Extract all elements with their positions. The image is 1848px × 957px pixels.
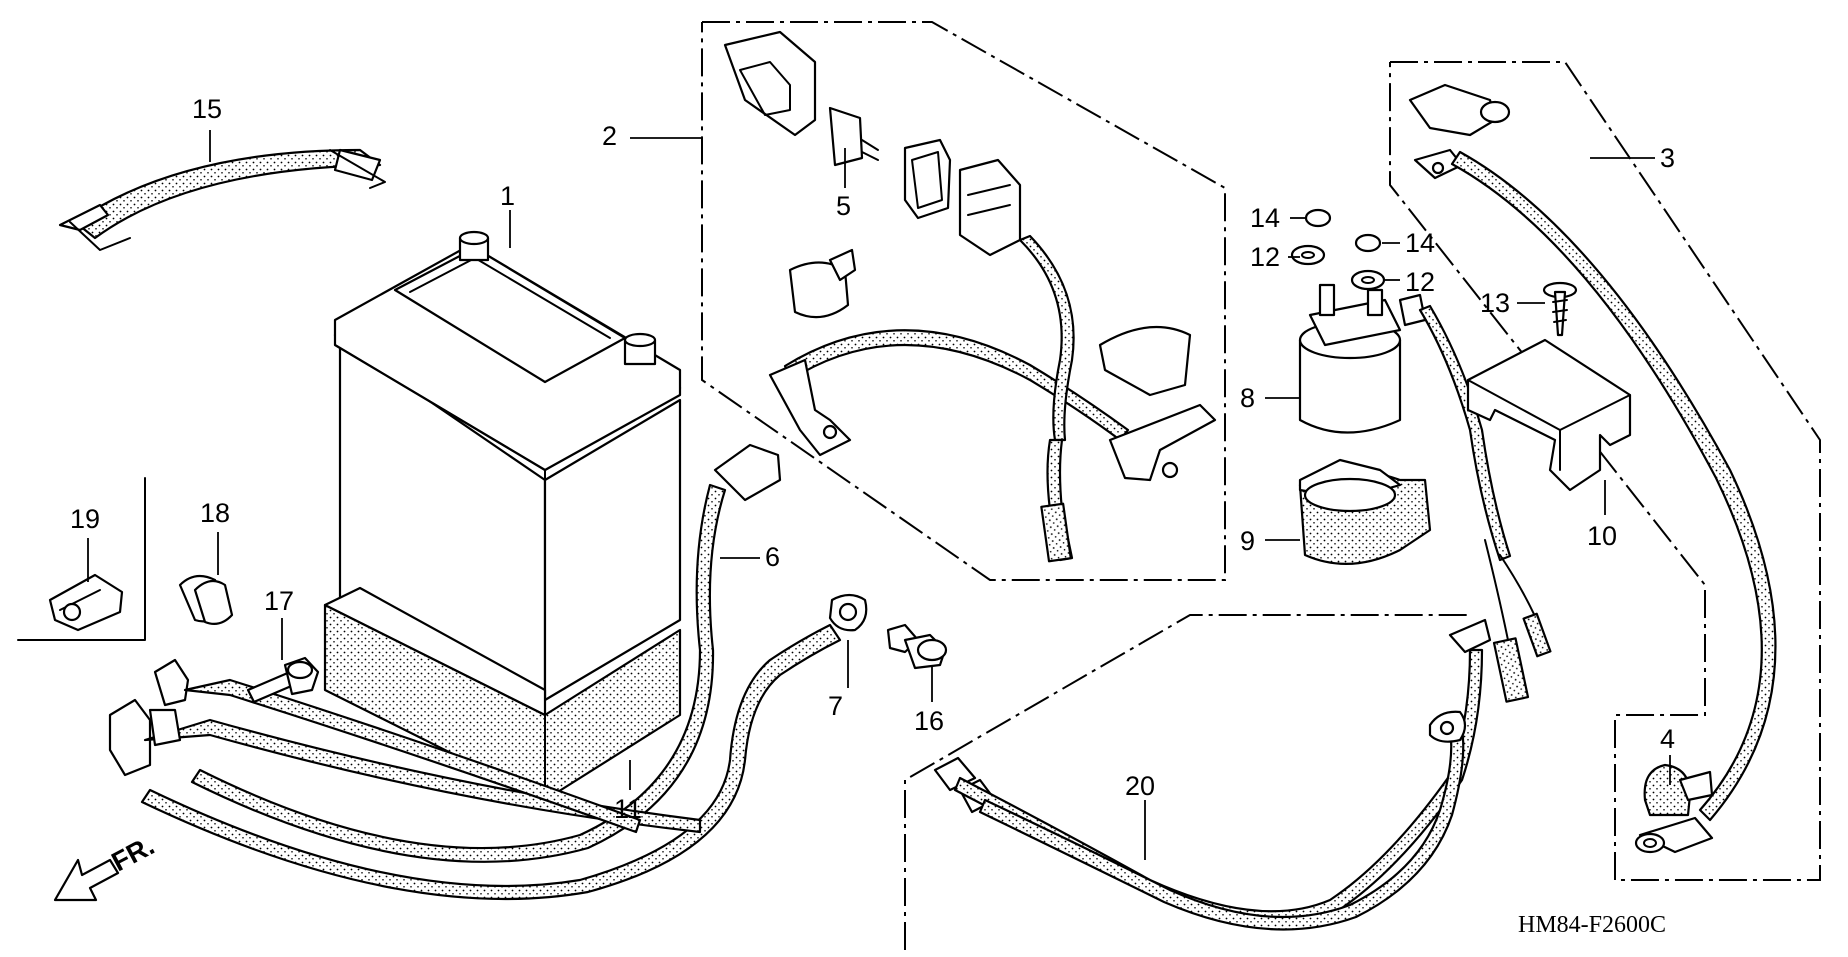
callout-3: 3: [1660, 143, 1675, 173]
callout-9: 9: [1240, 526, 1255, 556]
callout-17: 17: [264, 586, 294, 616]
bolt-16-part: [886, 623, 948, 670]
leader-lines: [87, 130, 1671, 860]
battery-part: [323, 230, 682, 802]
callout-6: 6: [765, 542, 780, 572]
positive-cable-part: [1408, 83, 1777, 854]
group-outline-19: [17, 477, 146, 641]
cable-harness-part: [723, 30, 1217, 563]
screw-13-part: [1542, 281, 1578, 337]
callout-14-right: 14: [1405, 228, 1435, 258]
callout-10: 10: [1587, 521, 1617, 551]
callout-12-right: 12: [1405, 267, 1435, 297]
callout-11: 11: [614, 794, 642, 824]
callout-13: 13: [1480, 288, 1510, 318]
bolt-17-part: [246, 656, 320, 704]
clip-19-part: [48, 573, 124, 632]
battery-band-part: [58, 148, 386, 251]
callout-20: 20: [1125, 771, 1155, 801]
callout-19: 19: [70, 504, 100, 534]
callout-14-left: 14: [1250, 203, 1280, 233]
terminal-cap-4-part: [1643, 763, 1714, 817]
negative-cable-20-part: [933, 618, 1492, 931]
callout-16: 16: [914, 706, 944, 736]
relay-cover-10-part: [1466, 338, 1632, 492]
callout-labels: 1 2 3 4 5 6 7 8 9 10 11 12 12 13 14 14 1…: [70, 94, 1675, 824]
callout-15: 15: [192, 94, 222, 124]
callout-2: 2: [602, 121, 617, 151]
callout-1: 1: [500, 181, 515, 211]
callout-7: 7: [828, 691, 843, 721]
callout-4: 4: [1660, 724, 1675, 754]
group-outline-2: [701, 21, 1226, 581]
starter-relay-part: [1290, 208, 1552, 703]
callout-12-left: 12: [1250, 242, 1280, 272]
front-direction-arrow-icon: [53, 858, 120, 902]
callout-18: 18: [200, 498, 230, 528]
battery-cables-part: [108, 443, 868, 901]
callout-8: 8: [1240, 383, 1255, 413]
callout-5: 5: [836, 191, 851, 221]
clip-18-part: [178, 574, 234, 625]
diagram-code: HM84-F2600C: [1518, 912, 1666, 938]
group-outline-20: [904, 614, 1470, 950]
